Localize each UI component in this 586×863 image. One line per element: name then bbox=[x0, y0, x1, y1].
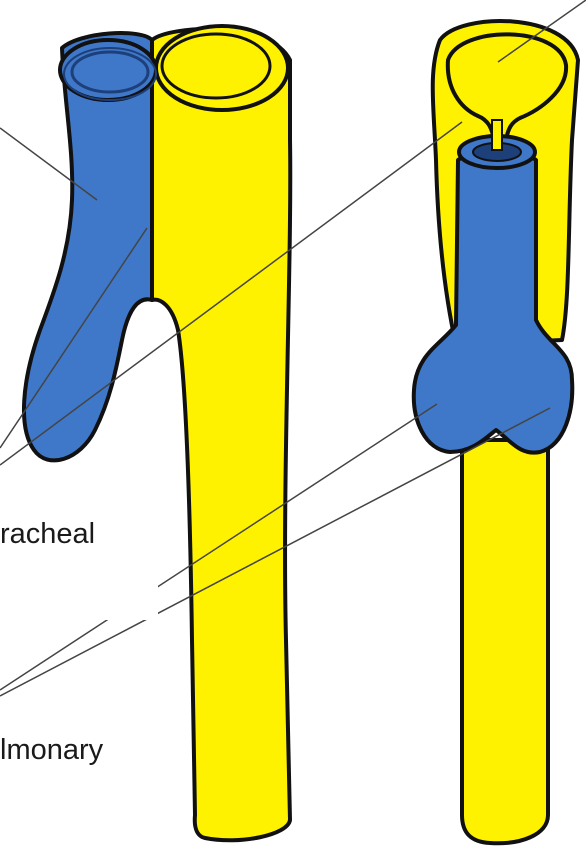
pulmonary-label: lmonary bbox=[0, 734, 107, 769]
left-esophagus-tube bbox=[152, 29, 290, 840]
left-figure bbox=[24, 26, 290, 840]
tracheal-label: racheal bbox=[0, 518, 99, 553]
right-figure bbox=[414, 21, 578, 843]
left-tracheal-lumen bbox=[72, 52, 148, 92]
left-esophagus-lumen bbox=[162, 34, 270, 98]
right-esophagus-tube bbox=[462, 440, 548, 843]
right-septum-cord bbox=[492, 120, 502, 150]
